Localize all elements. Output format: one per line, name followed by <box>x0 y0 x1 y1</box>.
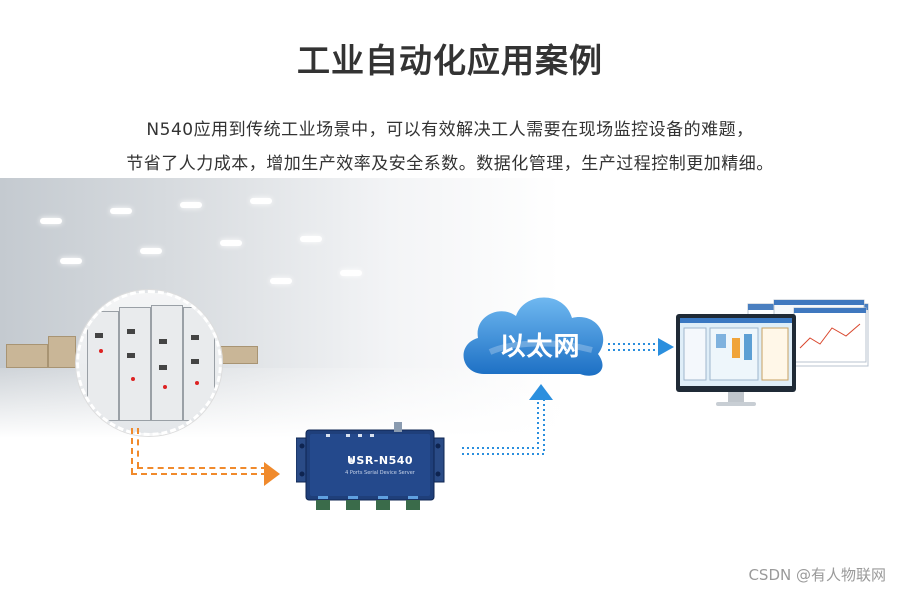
cloud-icon <box>463 297 604 376</box>
monitor-icon <box>676 299 869 406</box>
arrow-up-blue-icon <box>529 384 553 400</box>
flow-line-device-to-cloud <box>462 400 545 455</box>
flow-line-cloud-to-monitor <box>608 343 660 351</box>
serial-server-device <box>296 422 445 510</box>
description-line-2: 节省了人力成本，增加生产效率及安全系数。数据化管理，生产过程控制更加精细。 <box>126 154 774 174</box>
arrow-right-blue-icon <box>658 338 674 356</box>
cloud-label: 以太网 <box>499 332 581 362</box>
flow-line-to-device-2 <box>137 467 267 469</box>
cabinet-image <box>76 290 222 436</box>
description-line-1: N540应用到传统工业场景中，可以有效解决工人需要在现场监控设备的难题， <box>146 120 754 140</box>
device-sublabel: 4 Ports Serial Device Server <box>345 470 415 476</box>
watermark: CSDN @有人物联网 <box>748 566 886 584</box>
flow-line-to-device-1 <box>131 473 267 475</box>
page-title: 工业自动化应用案例 <box>297 41 603 80</box>
device-label: USR-N540 <box>346 454 414 467</box>
flow-line-cabinet-down-2 <box>137 428 139 468</box>
arrow-right-orange-icon <box>264 462 280 486</box>
flow-line-cabinet-down-1 <box>131 428 133 474</box>
